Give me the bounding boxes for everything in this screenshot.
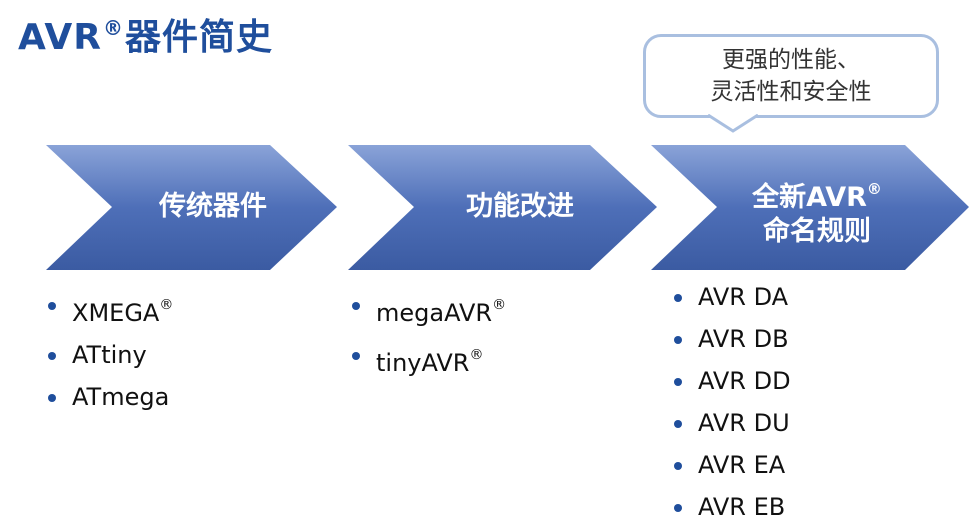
- stage-arrow-1: [46, 145, 337, 270]
- list-item: XMEGA®: [46, 284, 173, 334]
- stage-arrow-2: [348, 145, 657, 270]
- list-item: AVR DD: [672, 360, 791, 402]
- bullet-icon: [352, 352, 360, 360]
- stage-2-list: megaAVR® tinyAVR®: [350, 284, 506, 384]
- bullet-icon: [674, 294, 682, 302]
- stage-arrow-3: [651, 145, 969, 270]
- page-title: AVR®器件简史: [18, 16, 274, 58]
- bullet-icon: [48, 394, 56, 402]
- list-item: tinyAVR®: [350, 334, 506, 384]
- list-item: AVR DB: [672, 318, 791, 360]
- list-item: AVR EA: [672, 444, 791, 486]
- callout-tail: [708, 114, 758, 133]
- callout-bubble: 更强的性能、 灵活性和安全性: [643, 34, 939, 118]
- callout-line-2: 灵活性和安全性: [710, 79, 872, 105]
- bullet-icon: [674, 336, 682, 344]
- bullet-icon: [674, 504, 682, 512]
- bullet-icon: [674, 462, 682, 470]
- list-item: megaAVR®: [350, 284, 506, 334]
- bullet-icon: [48, 352, 56, 360]
- list-item: AVR DU: [672, 402, 791, 444]
- list-item: AVR DA: [672, 276, 791, 318]
- list-item: ATmega: [46, 376, 173, 418]
- callout-line-1: 更强的性能、: [722, 47, 860, 73]
- stage-1-list: XMEGA® ATtiny ATmega: [46, 284, 173, 418]
- bullet-icon: [352, 302, 360, 310]
- list-item: ATtiny: [46, 334, 173, 376]
- bullet-icon: [674, 378, 682, 386]
- stage-label-3: 全新AVR® 命名规则: [752, 180, 882, 247]
- stage-3-list: AVR DA AVR DB AVR DD AVR DU AVR EA AVR E…: [672, 276, 791, 528]
- bullet-icon: [48, 302, 56, 310]
- list-item: AVR EB: [672, 486, 791, 528]
- stage-label-2: 功能改进: [466, 191, 574, 222]
- stage-label-1: 传统器件: [159, 191, 267, 222]
- bullet-icon: [674, 420, 682, 428]
